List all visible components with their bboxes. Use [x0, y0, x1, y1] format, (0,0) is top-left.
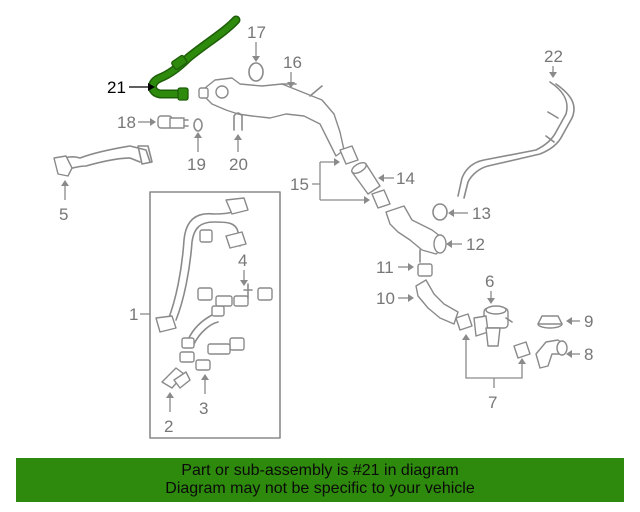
svg-text:16: 16	[283, 53, 302, 72]
svg-text:3: 3	[199, 399, 208, 418]
svg-text:8: 8	[584, 345, 593, 364]
svg-text:1: 1	[129, 305, 138, 324]
part-18-sensor	[157, 115, 189, 129]
callout-18: 18	[117, 113, 156, 132]
part-5-hose	[53, 145, 153, 177]
part-8-elbow	[535, 339, 568, 369]
part-7-clamps	[455, 313, 531, 359]
callout-13: 13	[448, 204, 491, 223]
svg-text:13: 13	[472, 204, 491, 223]
part-22-pipe	[457, 81, 575, 199]
svg-text:7: 7	[488, 393, 497, 412]
part-17-o-ring	[248, 62, 264, 82]
callout-9: 9	[566, 312, 593, 331]
callout-22: 22	[544, 47, 563, 78]
callout-16: 16	[283, 53, 302, 88]
callout-15: 15	[290, 158, 370, 204]
svg-text:2: 2	[164, 417, 173, 436]
svg-text:9: 9	[584, 312, 593, 331]
callout-6: 6	[485, 272, 495, 304]
callout-19: 19	[187, 132, 206, 174]
info-banner: Part or sub-assembly is #21 in diagram D…	[16, 458, 624, 502]
callout-7: 7	[462, 334, 526, 412]
callout-20: 20	[229, 134, 248, 174]
callout-3: 3	[199, 374, 209, 418]
svg-text:17: 17	[247, 23, 266, 42]
callout-14: 14	[378, 169, 415, 188]
callout-2: 2	[164, 392, 174, 436]
callout-12: 12	[446, 235, 485, 254]
kit-contents	[155, 197, 273, 389]
svg-text:19: 19	[187, 155, 206, 174]
banner-line-2: Diagram may not be specific to your vehi…	[165, 480, 475, 497]
callout-1: 1	[129, 305, 150, 324]
part-21-hose[interactable]	[148, 15, 241, 101]
callout-4: 4	[238, 251, 248, 286]
svg-text:18: 18	[117, 113, 136, 132]
kit-box	[149, 191, 281, 439]
banner-line-1: Part or sub-assembly is #21 in diagram	[181, 462, 459, 479]
part-11-clip	[417, 263, 433, 277]
svg-text:15: 15	[290, 175, 309, 194]
callout-21-label: 21	[107, 78, 126, 97]
part-19-seal	[193, 118, 203, 132]
callout-10: 10	[376, 289, 414, 308]
svg-text:10: 10	[376, 289, 395, 308]
part-14-sleeve	[351, 162, 381, 195]
callout-5: 5	[59, 180, 69, 224]
svg-text:6: 6	[485, 272, 494, 291]
svg-text:20: 20	[229, 155, 248, 174]
part-12-outlet	[385, 205, 447, 263]
svg-text:5: 5	[59, 205, 68, 224]
svg-text:11: 11	[376, 258, 394, 277]
part-13-o-ring	[432, 203, 448, 221]
part-6-housing	[473, 305, 513, 347]
part-15-clamps	[339, 145, 391, 209]
part-20-clip	[233, 112, 243, 131]
callout-11: 11	[376, 258, 414, 277]
svg-text:4: 4	[238, 251, 247, 270]
svg-text:22: 22	[544, 47, 563, 66]
part-16-flange-pipe	[198, 77, 345, 157]
callout-8: 8	[566, 345, 593, 364]
part-10-hose	[415, 279, 459, 325]
svg-text:12: 12	[466, 235, 485, 254]
part-9-cap	[537, 315, 563, 329]
callout-21: 21	[107, 78, 155, 97]
svg-text:14: 14	[396, 169, 415, 188]
callout-17: 17	[247, 23, 266, 62]
